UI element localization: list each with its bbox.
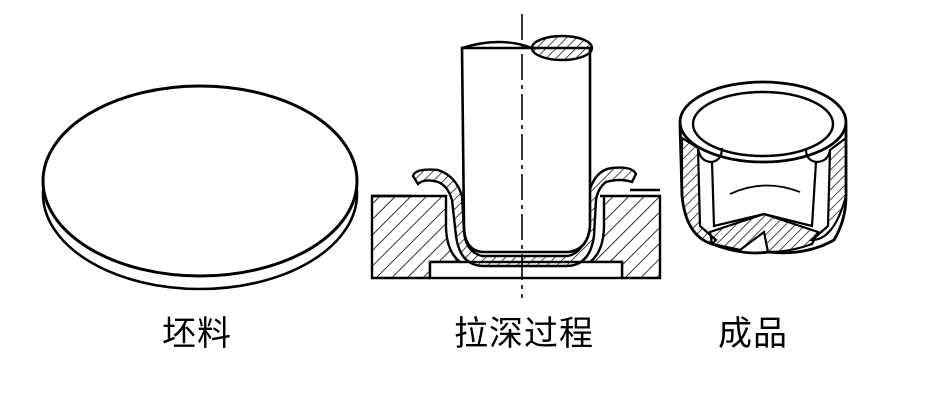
- die-right: [586, 194, 662, 280]
- caption-finished-product: 成品: [718, 314, 788, 354]
- cup-rim-inner: [691, 90, 835, 158]
- finished-cup: [678, 80, 848, 255]
- punch-section-cut: [530, 34, 594, 62]
- caption-drawing-process: 拉深过程: [454, 314, 594, 354]
- cup-section-left-wall: [680, 136, 718, 246]
- punch-rod: [460, 46, 592, 254]
- blank-disc: [41, 84, 359, 291]
- cup-floor-curve: [729, 184, 801, 195]
- blank-disc-top-face: [41, 84, 359, 278]
- caption-blank: 坯料: [162, 314, 232, 354]
- cup-section-right-wall: [809, 135, 848, 242]
- cup-section-bottom: [708, 212, 820, 254]
- punch-break-line: [461, 40, 533, 50]
- cup-inner-wall-lines: [710, 161, 818, 228]
- drawing-process: [370, 14, 662, 298]
